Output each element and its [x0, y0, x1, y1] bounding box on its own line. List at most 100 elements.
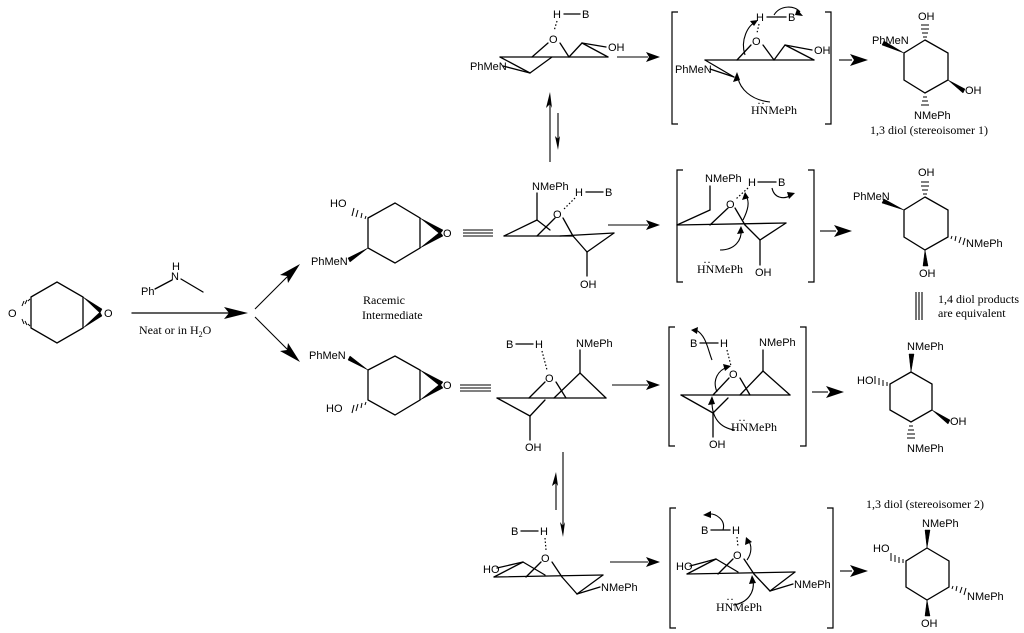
arrow-ts1-to-product	[839, 54, 868, 66]
arrow-row4-to-ts	[610, 557, 660, 567]
atom-label: O	[726, 199, 735, 211]
atom-label: OH	[918, 11, 935, 23]
hashed-bond	[921, 24, 929, 38]
atom-label: NMePh	[759, 337, 796, 349]
atom-label: HO	[483, 564, 500, 576]
atom-label: B	[778, 177, 785, 189]
product-14-diol-b: NMePh HO OH NMePh	[857, 341, 967, 455]
transition-state-2: NMePh H B O OH ·· HNMePh	[676, 169, 815, 283]
hashed-bond	[874, 376, 888, 386]
label-13-diol-stereoisomer-2: 1,3 diol (stereoisomer 2)	[866, 497, 984, 511]
atom-label: B	[582, 9, 589, 21]
curly-arrow	[773, 6, 801, 16]
atom-label: NMePh	[532, 181, 569, 193]
curly-arrow	[711, 401, 736, 431]
atom-label: OH	[918, 167, 935, 179]
atom-label: NMePh	[794, 579, 831, 591]
hashed-bond	[351, 207, 367, 220]
atom-label: NMePh	[966, 238, 1003, 250]
hashed-bond	[921, 96, 929, 106]
wedge-bond	[82, 296, 103, 314]
equilibrium-arrows-top	[546, 92, 560, 162]
arrow-row2-to-ts	[608, 220, 660, 230]
atom-label: PhMeN	[470, 61, 507, 73]
curly-arrow	[737, 77, 771, 103]
atom-label: OH	[709, 439, 726, 451]
atom-label: OH	[580, 279, 597, 291]
atom-label: PhMeN	[309, 350, 346, 362]
arrow-ts3-to-product	[812, 386, 844, 398]
atom-label: B	[511, 526, 518, 538]
atom-label: H	[732, 525, 740, 537]
atom-label: O	[733, 550, 742, 562]
reagent-ph: Ph	[141, 286, 154, 298]
product-13-diol-stereoisomer-2: NMePh HO NMePh OH	[873, 518, 1004, 630]
hashed-bond	[351, 401, 367, 414]
transition-state-1: H B O OH PhMeN ·· HNMePh	[671, 6, 832, 125]
nucleophile-label: HNMePh	[731, 420, 777, 434]
atom-label: HO	[326, 403, 343, 415]
branch-arrow-up	[254, 264, 300, 310]
hashed-bond	[907, 425, 915, 439]
equivalence-sign-top	[463, 229, 493, 237]
atom-label: B	[690, 338, 697, 350]
atom-label: H	[748, 177, 756, 189]
hashed-bond	[890, 553, 904, 563]
atom-label: H	[540, 526, 548, 538]
atom-label: OH	[814, 45, 831, 57]
atom-label: PhMeN	[872, 35, 909, 47]
atom-label: OH	[919, 268, 936, 280]
atom-label: O	[443, 228, 452, 240]
atom-label: NMePh	[922, 518, 959, 530]
reagent-n-methylaniline: Ph N H	[141, 261, 204, 298]
nucleophile-label: HNMePh	[716, 600, 762, 614]
atom-label: HO	[857, 375, 874, 387]
atom-label: PhMeN	[311, 256, 348, 268]
arrow-row1-to-ts	[617, 52, 660, 62]
atom-label: NMePh	[967, 591, 1004, 603]
equivalence-sign-vertical	[915, 292, 923, 320]
atom-label: O	[545, 373, 554, 385]
reagent-h: H	[172, 261, 180, 273]
atom-label: HO	[330, 198, 347, 210]
atom-label: NMePh	[601, 582, 638, 594]
atom-label: HO	[873, 543, 890, 555]
atom-label: HO	[676, 561, 693, 573]
atom-label: O	[104, 308, 113, 320]
hashed-bond	[950, 235, 966, 246]
atom-label: O	[8, 308, 17, 320]
racemic-label-line1: Racemic	[363, 293, 405, 307]
atom-label: H	[756, 12, 764, 24]
atom-label: B	[788, 12, 795, 24]
atom-label: OH	[608, 42, 625, 54]
arrow-ts2-to-product	[820, 225, 852, 237]
label-14-diol-line1: 1,4 diol products	[938, 292, 1019, 306]
product-13-diol-stereoisomer-1: OH PhMeN OH NMePh	[872, 11, 982, 122]
chair-conformer-2: NMePh H B O OH	[503, 181, 615, 291]
atom-label: OH	[950, 416, 967, 428]
equivalence-sign-bottom	[460, 384, 491, 392]
equilibrium-arrows-bottom	[552, 452, 565, 537]
lone-pair: ··	[738, 413, 746, 427]
wedge-bond	[82, 311, 103, 329]
atom-label: OH	[965, 85, 982, 97]
atom-label: H	[575, 187, 583, 199]
atom-label: O	[443, 380, 452, 392]
lone-pair: ··	[703, 255, 711, 269]
atom-label: O	[549, 34, 558, 46]
product-14-diol-a: OH PhMeN NMePh OH	[853, 167, 1003, 280]
atom-label: PhMeN	[853, 191, 890, 203]
chair-conformer-3: B H O NMePh OH	[496, 338, 613, 454]
nucleophile-label: HNMePh	[697, 262, 743, 276]
lone-pair: ··	[726, 592, 734, 606]
atom-label: PhMeN	[675, 64, 712, 76]
label-13-diol-stereoisomer-1: 1,3 diol (stereoisomer 1)	[870, 123, 988, 137]
atom-label: H	[720, 338, 728, 350]
atom-label: H	[553, 9, 561, 21]
hashed-bond	[951, 585, 967, 596]
chair-conformer-1: H B O OH PhMeN	[470, 9, 625, 74]
transition-state-3: B H O NMePh OH ·· HNMePh	[668, 326, 807, 451]
atom-label: OH	[525, 442, 542, 454]
atom-label: NMePh	[914, 110, 951, 122]
